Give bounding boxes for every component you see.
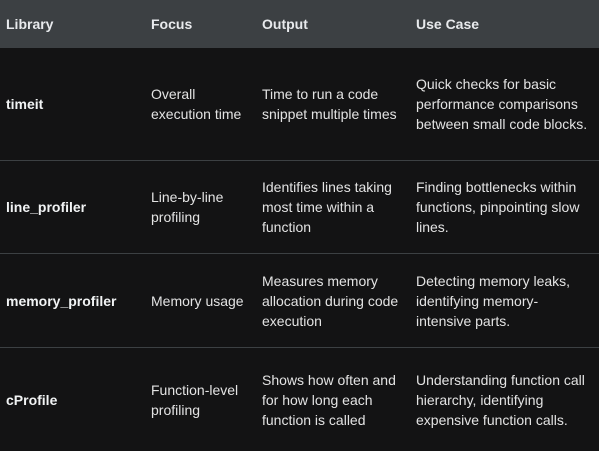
header-focus: Focus bbox=[151, 16, 193, 32]
cell-library: memory_profiler bbox=[6, 292, 117, 309]
cell-library: timeit bbox=[6, 96, 44, 112]
table-row: memory_profiler Memory usage Measures me… bbox=[0, 254, 599, 348]
cell-focus: Function-level profiling bbox=[151, 381, 239, 418]
header-library: Library bbox=[6, 16, 54, 32]
cell-output: Identifies lines taking most time within… bbox=[262, 179, 392, 235]
cell-library: line_profiler bbox=[6, 199, 87, 215]
cell-focus: Memory usage bbox=[151, 292, 244, 309]
cell-focus: Overall execution time bbox=[151, 86, 242, 122]
table-row: line_profiler Line-by-line profiling Ide… bbox=[0, 161, 599, 254]
cell-output: Shows how often and for how long each fu… bbox=[262, 371, 396, 428]
cell-use-case: Quick checks for basic performance compa… bbox=[416, 76, 588, 132]
table-row: cProfile Function-level profiling Shows … bbox=[0, 348, 599, 451]
cell-use-case: Understanding function call hierarchy, i… bbox=[416, 371, 585, 428]
header-output: Output bbox=[262, 16, 308, 32]
cell-use-case: Finding bottlenecks within functions, pi… bbox=[416, 179, 580, 235]
cell-focus: Line-by-line profiling bbox=[151, 189, 224, 225]
cell-use-case: Detecting memory leaks, identifying memo… bbox=[416, 272, 571, 329]
cell-output: Measures memory allocation during code e… bbox=[262, 272, 399, 329]
table-header: Library Focus Output Use Case bbox=[0, 0, 599, 48]
header-use-case: Use Case bbox=[416, 16, 480, 32]
table-row: timeit Overall execution time Time to ru… bbox=[0, 48, 599, 161]
cell-output: Time to run a code snippet multiple time… bbox=[262, 86, 397, 122]
cell-library: cProfile bbox=[6, 391, 58, 408]
